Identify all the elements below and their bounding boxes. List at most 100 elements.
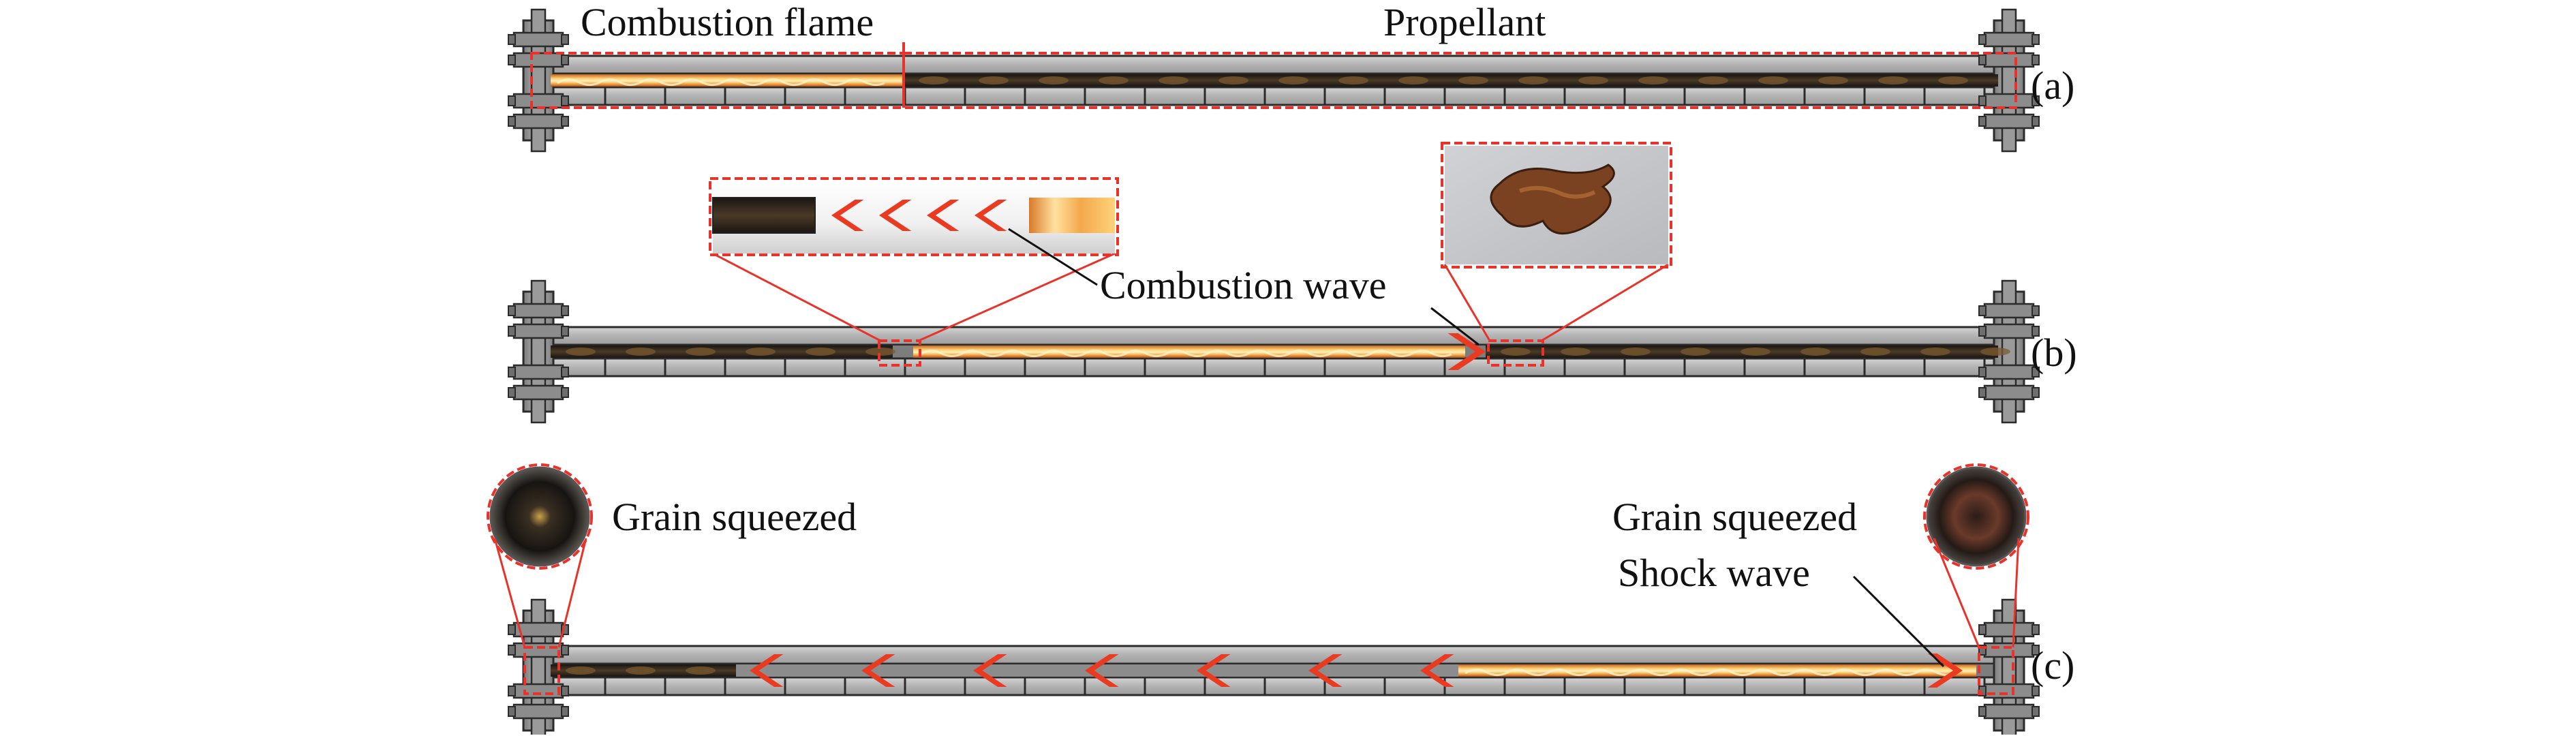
b-inset-chevron-3: [975, 200, 1007, 231]
c-flame-streak-2: [1546, 668, 1589, 677]
c-zoom-source-right: [1978, 646, 2014, 695]
c-tube-segment-4: [784, 676, 846, 696]
c-tube-segment-2: [664, 676, 726, 696]
c-left-nut-r-3: [561, 706, 569, 717]
a-flame-streak-0: [557, 78, 599, 87]
a-tube-segment-4: [784, 86, 846, 106]
c-tube-segment-16: [1503, 676, 1566, 696]
a-left-nut-r-1: [561, 55, 569, 65]
b-residue-frame: [1441, 142, 1672, 268]
b-tube-segment-14: [1383, 357, 1446, 378]
a-tube-segment-8: [1024, 86, 1086, 106]
c-zoom-source-left: [523, 646, 560, 695]
a-right-nut-r-1: [2031, 55, 2040, 65]
b-flame-streak-5: [1124, 350, 1166, 358]
c-tube-segment-1: [604, 676, 666, 696]
a-left-nut-l-2: [508, 95, 516, 106]
a-propellant-grain-14: [1758, 76, 1788, 84]
b-tube-segment-4: [784, 357, 846, 378]
c-flame-streak-10: [1873, 668, 1916, 677]
b-left-nut-r-2: [561, 367, 569, 378]
b-right-propellant-grain-5: [1800, 348, 1830, 356]
b-tube-top: [544, 326, 2005, 346]
b-right-nut-l-0: [1978, 305, 1987, 316]
c-shock-pointer: [1852, 575, 1945, 668]
b-tube-segment-2: [664, 357, 726, 378]
a-right-bolt-2: [1983, 93, 2035, 109]
b-left-nut-r-3: [561, 387, 569, 398]
c-zoom-line-right-2: [2012, 538, 2020, 648]
a-tube-top: [544, 55, 2005, 75]
a-flame-streak-6: [802, 78, 844, 87]
b-right-propellant-grain-4: [1741, 348, 1770, 356]
label-propellant: Propellant: [1383, 0, 1546, 44]
b-right-bolt-0: [1983, 303, 2035, 319]
b-left-propellant-grain-3: [746, 348, 776, 356]
b-right-propellant-grain-3: [1681, 348, 1711, 356]
label-combustion-wave: Combustion wave: [1100, 263, 1386, 307]
c-right-bolt-0: [1983, 621, 2035, 638]
c-chevron-1: [861, 654, 895, 687]
a-tube-segment-11: [1203, 86, 1266, 106]
b-tube-segment-23: [1923, 357, 1986, 378]
panel-label-a: (a): [2031, 63, 2074, 108]
c-left-nut-r-1: [561, 645, 569, 656]
c-tube-segment-5: [844, 676, 906, 696]
a-tube-segment-9: [1084, 86, 1146, 106]
c-chevron-3: [1085, 654, 1119, 687]
c-right-nut-l-1: [1978, 645, 1987, 656]
c-zoom-line-right-1: [1933, 538, 1980, 648]
b-inset-left-frame: [709, 177, 1119, 256]
b-inset-chevron-0: [831, 200, 864, 231]
b-pointer-left: [1008, 228, 1098, 286]
a-propellant-grain-2: [1039, 76, 1069, 84]
a-right-nut-r-2: [2031, 95, 2040, 106]
b-zoom-line-right-1: [1443, 264, 1491, 341]
c-right-nut-r-3: [2031, 706, 2040, 717]
a-left-bolt-3: [512, 113, 564, 129]
panel-a: [508, 8, 2040, 153]
c-right-nut-r-1: [2031, 645, 2040, 656]
a-propellant-grain-1: [979, 76, 1009, 84]
c-left-propellant-grain-2: [686, 666, 716, 675]
b-right-nut-r-3: [2031, 387, 2040, 398]
b-tube-segment-16: [1503, 357, 1566, 378]
c-chevron-4: [1197, 654, 1231, 687]
c-tube-segment-22: [1863, 676, 1926, 696]
c-end-photo-right: [1926, 466, 2027, 567]
b-tube-segment-21: [1803, 357, 1866, 378]
b-right-bolt-3: [1983, 384, 2035, 401]
b-flame-streak-1: [960, 350, 1002, 358]
a-propellant-grain-3: [1099, 76, 1129, 84]
c-right-nut-r-2: [2031, 686, 2040, 696]
label-grain-squeezed-right: Grain squeezed: [1612, 495, 1857, 539]
b-flame-streak-11: [1369, 350, 1411, 358]
a-right-bolt-0: [1983, 31, 2035, 48]
b-left-bolt-3: [512, 384, 564, 401]
b-right-propellant-grain-1: [1561, 348, 1591, 356]
a-propellant-grain-8: [1398, 76, 1428, 84]
a-left-nut-l-0: [508, 34, 516, 45]
a-tube-segment-19: [1683, 86, 1746, 106]
a-flame-streak-7: [843, 78, 885, 87]
c-tube-segment-20: [1743, 676, 1806, 696]
a-flame-streak-5: [761, 78, 803, 87]
a-propellant-grain-11: [1578, 76, 1608, 84]
a-right-nut-l-1: [1978, 55, 1987, 65]
b-tube-segment-8: [1024, 357, 1086, 378]
a-tube-segment-6: [904, 86, 966, 106]
c-tube-segment-15: [1443, 676, 1506, 696]
c-chevron-2: [973, 654, 1007, 687]
c-left-propellant-grain-1: [626, 666, 656, 675]
b-tube-segment-18: [1623, 357, 1686, 378]
b-left-bolt-0: [512, 303, 564, 319]
b-flame-streak-0: [919, 350, 962, 358]
c-flame-streak-6: [1710, 668, 1752, 677]
c-left-nut-l-3: [508, 706, 516, 717]
b-flame-streak-9: [1287, 350, 1330, 358]
b-tube-segment-7: [964, 357, 1026, 378]
a-tube-segment-2: [664, 86, 726, 106]
c-tube-segment-12: [1263, 676, 1326, 696]
c-left-bolt-1: [512, 642, 564, 658]
